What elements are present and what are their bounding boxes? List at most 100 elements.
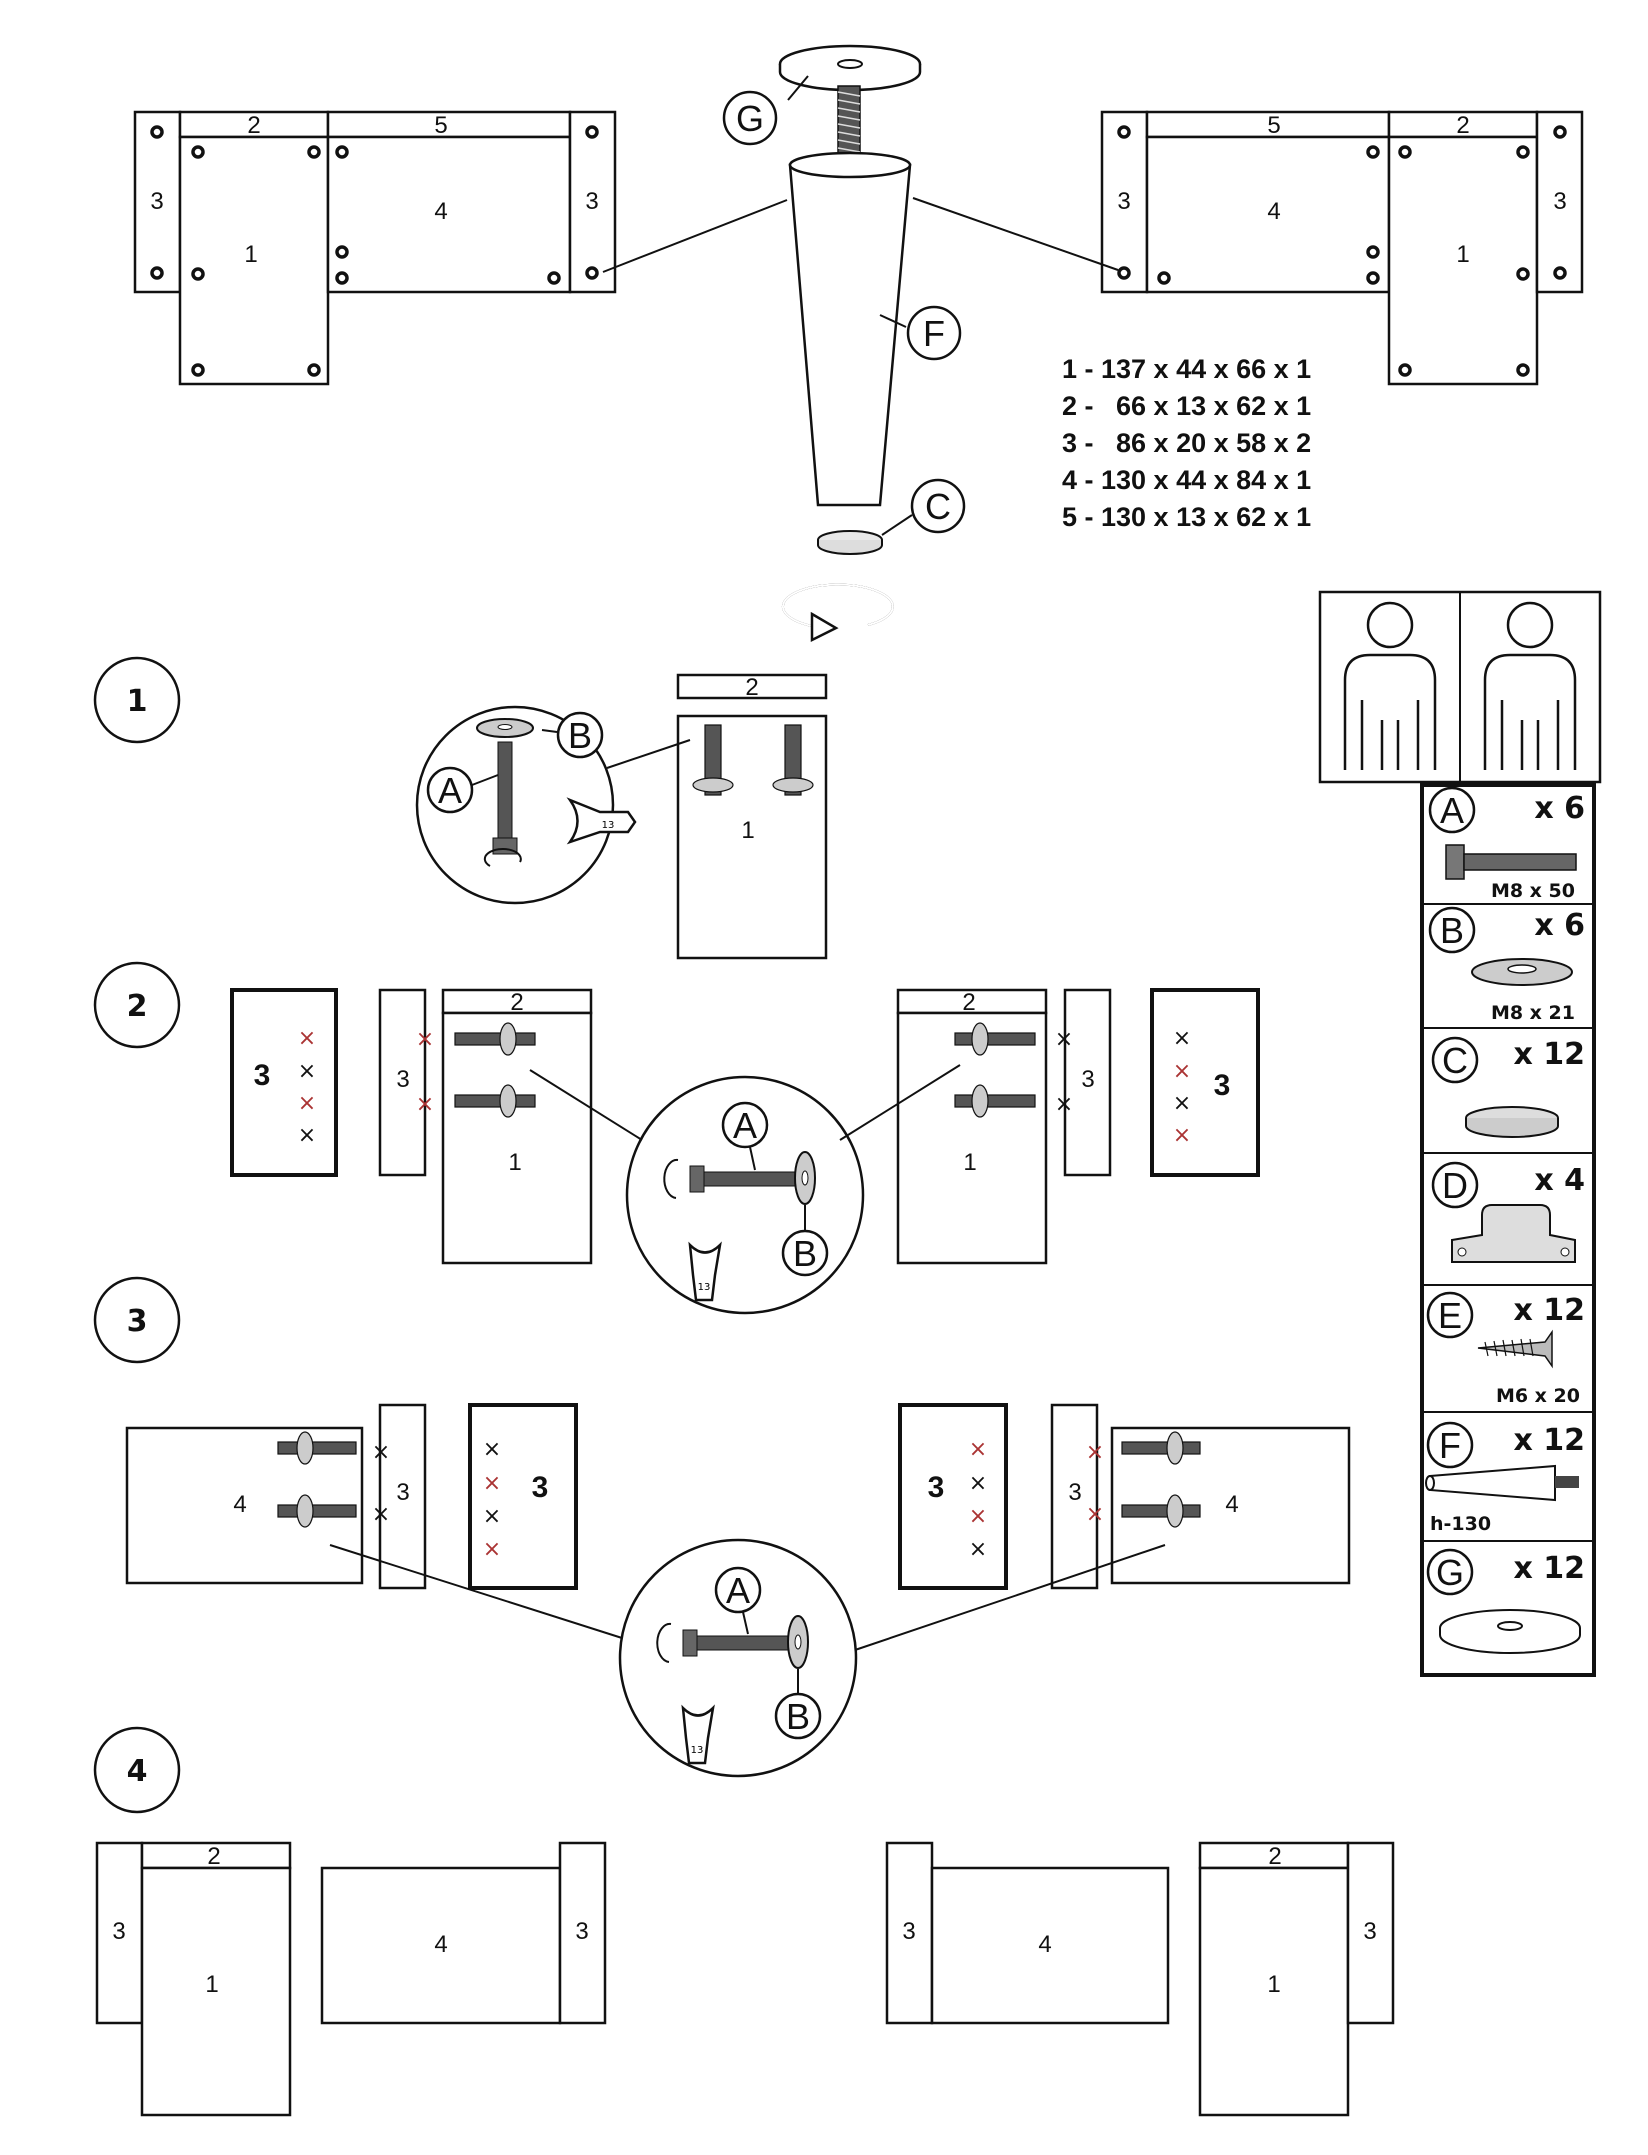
svg-text:×: × bbox=[1173, 1026, 1191, 1051]
svg-text:×: × bbox=[372, 1502, 390, 1527]
part-row-e: E x 12 M6 x 20 bbox=[1426, 1291, 1585, 1407]
step-2-label: 2 bbox=[127, 989, 148, 1024]
top-right-assembly: 5 2 3 4 3 1 bbox=[1100, 110, 1584, 386]
label-2: 2 bbox=[247, 112, 260, 139]
wrench-size: 13 bbox=[698, 1282, 711, 1293]
label-5: 5 bbox=[434, 112, 447, 139]
leg-icon bbox=[788, 163, 912, 507]
step-3-diagram: 4 3 × × 3 × × × × 3 × × × × 3 × × 4 bbox=[125, 1403, 1351, 1778]
label-4: 4 bbox=[434, 1931, 447, 1958]
label-3: 3 bbox=[150, 188, 163, 215]
label-3: 3 bbox=[532, 1471, 549, 1504]
step-2-badge bbox=[93, 961, 181, 1049]
label-1: 1 bbox=[1456, 241, 1469, 268]
label-1: 1 bbox=[1267, 1971, 1280, 1998]
label-2: 2 bbox=[207, 1843, 220, 1870]
label-3: 3 bbox=[1068, 1479, 1081, 1506]
bolt-icon bbox=[1445, 844, 1577, 880]
label-3: 3 bbox=[396, 1066, 409, 1093]
part-letter: B bbox=[1440, 910, 1464, 951]
part-row-d: D x 4 bbox=[1431, 1161, 1585, 1263]
wrench-icon: 13 bbox=[681, 1704, 715, 1765]
svg-text:×: × bbox=[298, 1059, 316, 1084]
label-1: 1 bbox=[963, 1149, 976, 1176]
svg-text:×: × bbox=[1055, 1027, 1073, 1052]
label-3: 3 bbox=[254, 1059, 271, 1092]
callout-b: B bbox=[568, 715, 592, 756]
part-letter: E bbox=[1438, 1295, 1462, 1336]
label-3: 3 bbox=[928, 1471, 945, 1504]
label-3: 3 bbox=[1553, 188, 1566, 215]
panel-3-left bbox=[133, 110, 182, 294]
label-1: 1 bbox=[508, 1149, 521, 1176]
label-1: 1 bbox=[205, 1971, 218, 1998]
svg-text:×: × bbox=[483, 1537, 501, 1562]
svg-text:×: × bbox=[298, 1026, 316, 1051]
part-qty: x 12 bbox=[1513, 1423, 1585, 1458]
part-qty: x 12 bbox=[1513, 1293, 1585, 1328]
part-qty: x 4 bbox=[1534, 1163, 1585, 1198]
label-3: 3 bbox=[902, 1918, 915, 1945]
wrench-size: 13 bbox=[691, 1745, 704, 1756]
svg-text:×: × bbox=[969, 1471, 987, 1496]
label-4: 4 bbox=[434, 198, 447, 225]
step-markers: 1 2 3 4 bbox=[93, 656, 181, 1814]
dimension-1: 1 - 137 x 44 x 66 x 1 bbox=[1062, 354, 1311, 384]
svg-text:×: × bbox=[969, 1437, 987, 1462]
part-letter: G bbox=[1436, 1552, 1464, 1593]
part-row-b: B x 6 M8 x 21 bbox=[1428, 906, 1585, 1024]
label-4: 4 bbox=[1038, 1931, 1051, 1958]
part-letter: C bbox=[1442, 1040, 1468, 1081]
svg-text:×: × bbox=[969, 1504, 987, 1529]
part-qty: x 12 bbox=[1513, 1551, 1585, 1586]
part-row-c: C x 12 bbox=[1431, 1036, 1585, 1138]
svg-text:×: × bbox=[1055, 1092, 1073, 1117]
panel-1 bbox=[178, 135, 330, 386]
svg-text:×: × bbox=[483, 1437, 501, 1462]
svg-text:×: × bbox=[1173, 1059, 1191, 1084]
wrench-size: 13 bbox=[602, 820, 615, 831]
wrench-icon: 13 bbox=[566, 797, 637, 845]
label-4: 4 bbox=[1225, 1491, 1238, 1518]
callout-b: B bbox=[793, 1233, 817, 1274]
label-5: 5 bbox=[1267, 112, 1280, 139]
panel-4 bbox=[326, 135, 572, 294]
part-row-g: G x 12 bbox=[1426, 1548, 1585, 1654]
step-2-diagram: 3 × × × × 3 × × 2 1 2 1 3 × × bbox=[230, 988, 1260, 1315]
label-3: 3 bbox=[575, 1918, 588, 1945]
step-3-badge bbox=[93, 1276, 181, 1364]
step-4-diagram: 3 2 1 4 3 3 4 2 1 3 bbox=[95, 1841, 1395, 2117]
callout-f bbox=[906, 305, 962, 361]
bracket-icon bbox=[1451, 1204, 1576, 1263]
label-2: 2 bbox=[1268, 1843, 1281, 1870]
callout-b: B bbox=[786, 1696, 810, 1737]
label-1: 1 bbox=[741, 817, 754, 844]
svg-text:×: × bbox=[969, 1537, 987, 1562]
label-3: 3 bbox=[396, 1479, 409, 1506]
part-spec: M8 x 50 bbox=[1491, 880, 1575, 902]
callout-c bbox=[910, 478, 966, 534]
label-3: 3 bbox=[1081, 1066, 1094, 1093]
leg-exploded-view: G F C bbox=[602, 44, 1119, 643]
screw-icon bbox=[1477, 1329, 1553, 1369]
svg-text:×: × bbox=[483, 1504, 501, 1529]
label-4: 4 bbox=[1267, 198, 1280, 225]
svg-text:×: × bbox=[1086, 1440, 1104, 1465]
two-person-icon bbox=[1318, 590, 1602, 784]
callout-a: A bbox=[726, 1570, 750, 1611]
part-row-f: F x 12 h-130 bbox=[1425, 1421, 1585, 1535]
svg-text:×: × bbox=[298, 1091, 316, 1116]
callout-a: A bbox=[438, 770, 462, 811]
top-left-assembly: 2 5 3 4 3 1 bbox=[133, 110, 617, 386]
dimension-5: 5 - 130 x 13 x 62 x 1 bbox=[1062, 502, 1311, 532]
part-letter: D bbox=[1442, 1165, 1468, 1206]
label-3: 3 bbox=[585, 188, 598, 215]
label-4: 4 bbox=[233, 1491, 246, 1518]
callout-a: A bbox=[733, 1105, 757, 1146]
part-qty: x 6 bbox=[1534, 908, 1585, 943]
svg-text:×: × bbox=[298, 1123, 316, 1148]
svg-text:×: × bbox=[416, 1027, 434, 1052]
step-4-label: 4 bbox=[127, 1754, 148, 1789]
svg-text:×: × bbox=[416, 1092, 434, 1117]
